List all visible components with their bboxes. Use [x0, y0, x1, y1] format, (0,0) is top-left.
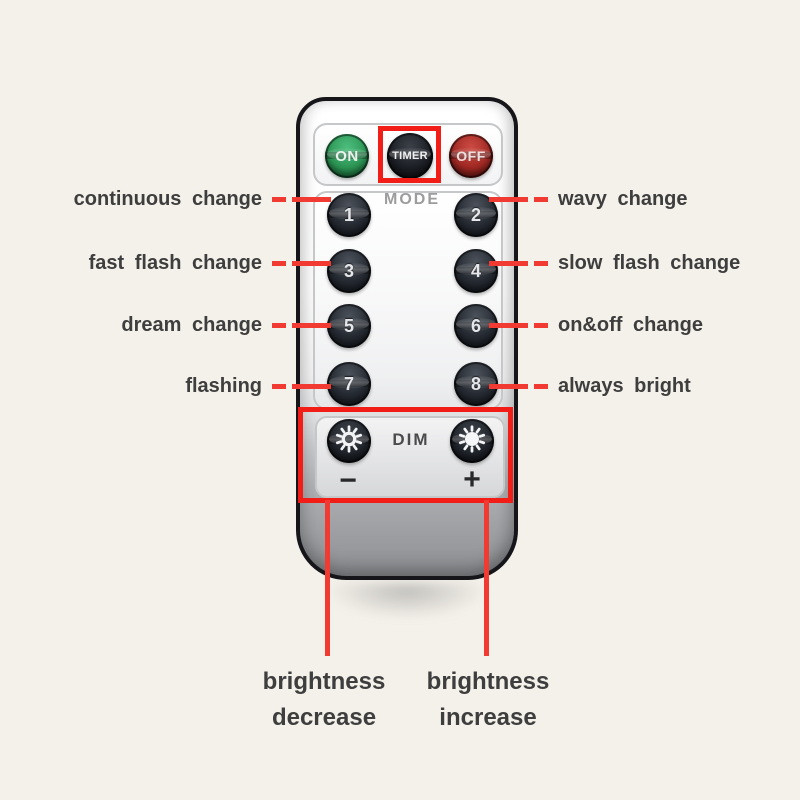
- mode-button-1[interactable]: 1: [327, 193, 371, 237]
- mode-button-4-label: 4: [470, 260, 481, 281]
- on-button[interactable]: ON: [325, 134, 369, 178]
- callout-always-bright: always bright: [489, 373, 691, 399]
- callout-slow-flash-change: slow flash change: [489, 250, 740, 276]
- callout-label: dream change: [121, 313, 262, 336]
- timer-button[interactable]: TIMER: [387, 133, 433, 179]
- dim-decrease-button[interactable]: [327, 419, 371, 463]
- dim-minus-symbol: −: [339, 464, 357, 497]
- callout-brightness-decrease: brightness decrease: [224, 664, 424, 736]
- callout-fast-flash-change: fast flash change: [89, 250, 331, 276]
- callout-wavy-change: wavy change: [489, 186, 688, 212]
- connector-line-brightness-increase: [484, 500, 489, 656]
- connector-line-brightness-decrease: [325, 500, 330, 656]
- mode-button-3[interactable]: 3: [327, 249, 371, 293]
- connector-line: [272, 196, 331, 202]
- callout-brightness-increase: brightness increase: [388, 664, 588, 736]
- callout-label: flashing: [185, 374, 262, 397]
- mode-button-3-label: 3: [343, 260, 354, 281]
- mode-button-5[interactable]: 5: [327, 304, 371, 348]
- mode-button-7[interactable]: 7: [327, 362, 371, 406]
- dim-plus-symbol: +: [463, 463, 481, 496]
- connector-line: [489, 383, 548, 389]
- connector-line: [489, 260, 548, 266]
- callout-dream-change: dream change: [121, 312, 331, 338]
- callout-label: on&off change: [558, 313, 703, 336]
- connector-line: [272, 322, 331, 328]
- off-button[interactable]: OFF: [449, 134, 493, 178]
- callout-label: wavy change: [558, 187, 688, 210]
- callout-label: always bright: [558, 374, 691, 397]
- on-button-label: ON: [335, 147, 359, 165]
- callout-label-line2: increase: [439, 704, 537, 731]
- callout-label-line1: brightness: [262, 668, 386, 695]
- dim-label: DIM: [392, 430, 430, 449]
- callout-continuous-change: continuous change: [74, 186, 331, 212]
- off-button-label: OFF: [456, 148, 486, 164]
- callout-label: continuous change: [73, 187, 262, 210]
- callout-label-line1: brightness: [426, 668, 550, 695]
- callout-flashing: flashing: [185, 373, 331, 399]
- callout-label: fast flash change: [88, 251, 262, 274]
- remote-reflection: [300, 583, 514, 653]
- mode-button-7-label: 7: [343, 373, 354, 394]
- connector-line: [489, 196, 548, 202]
- connector-line: [489, 322, 548, 328]
- connector-line: [272, 260, 331, 266]
- mode-button-1-label: 1: [343, 204, 354, 225]
- sun-filled-icon: [457, 424, 487, 459]
- sun-outline-icon: [334, 424, 364, 459]
- mode-label: MODE: [384, 191, 440, 208]
- callout-on-off-change: on&off change: [489, 312, 703, 338]
- timer-button-label: TIMER: [392, 150, 428, 162]
- callout-label-line2: decrease: [271, 704, 377, 731]
- timer-highlight-box: [378, 126, 441, 183]
- mode-button-2-label: 2: [470, 204, 481, 225]
- mode-button-6-label: 6: [470, 315, 481, 336]
- mode-button-5-label: 5: [343, 315, 354, 336]
- connector-line: [272, 383, 331, 389]
- mode-button-4[interactable]: 4: [454, 249, 498, 293]
- dim-highlight-box: [298, 407, 513, 503]
- callout-label: slow flash change: [558, 251, 741, 274]
- mode-button-8-label: 8: [470, 373, 481, 394]
- dim-increase-button[interactable]: [450, 419, 494, 463]
